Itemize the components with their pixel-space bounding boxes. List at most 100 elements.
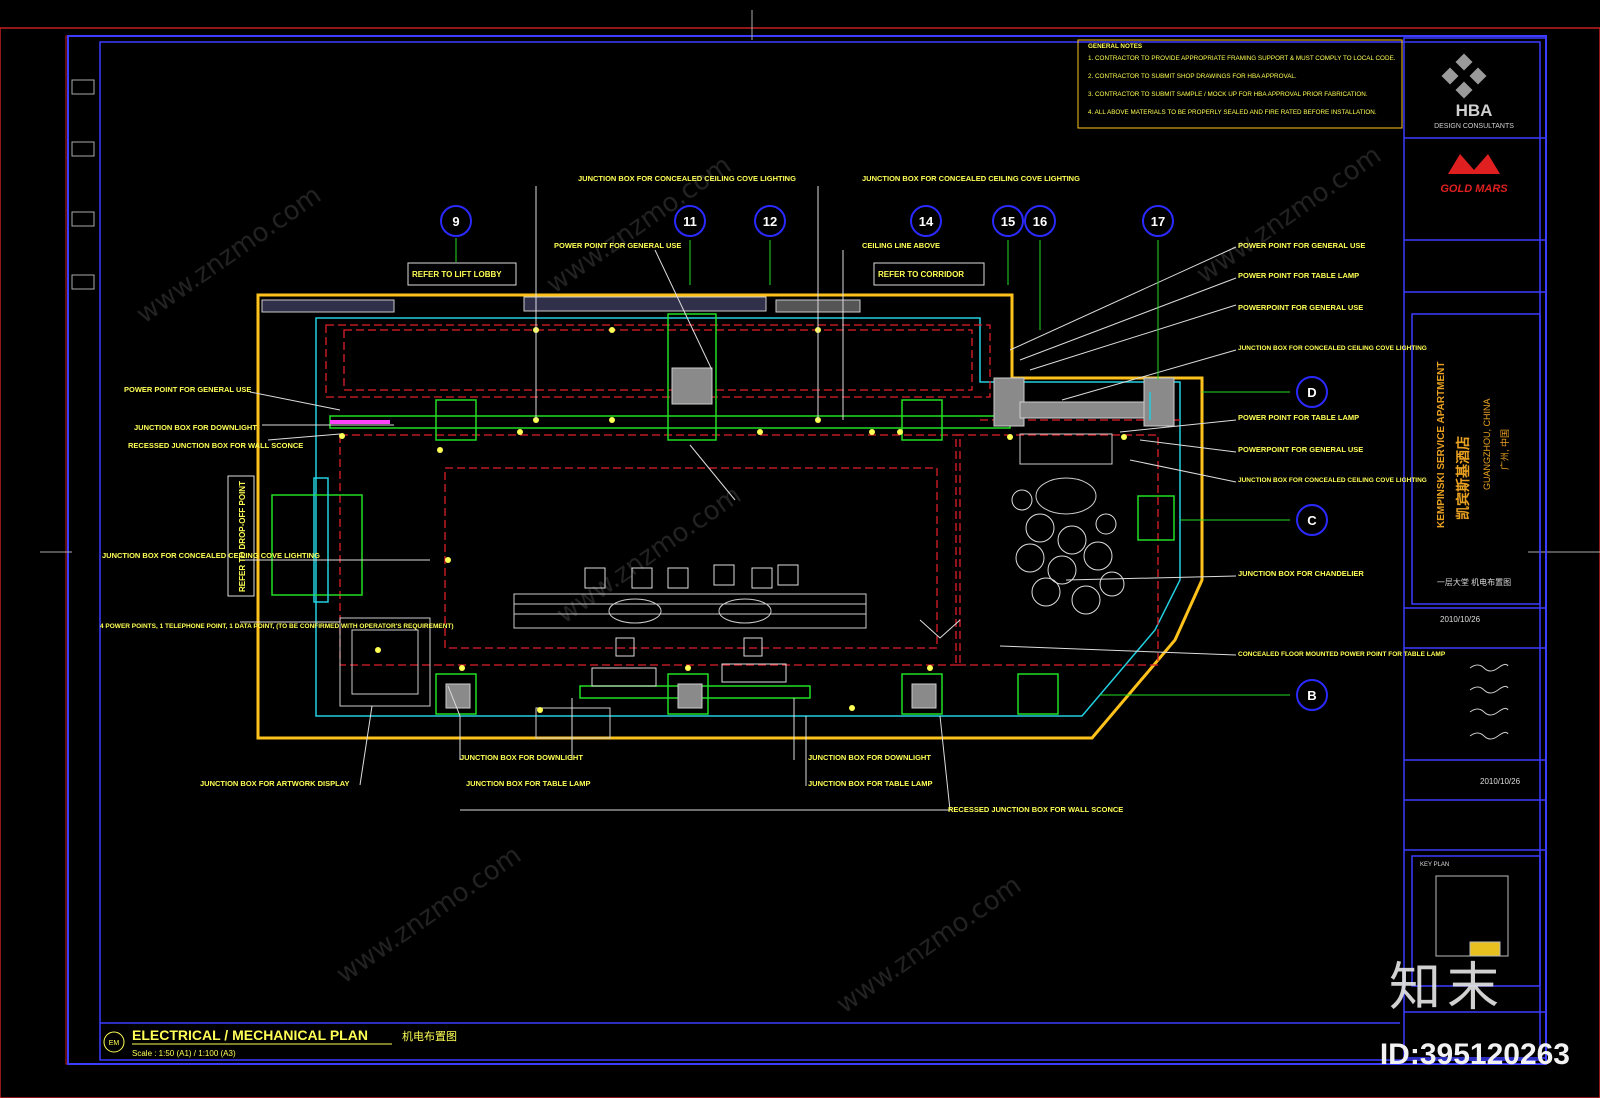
general-notes-line3: 3. CONTRACTOR TO SUBMIT SAMPLE / MOCK UP… <box>1088 91 1368 98</box>
junction-dot <box>869 429 875 435</box>
callout-right-power-5: POWERPOINT FOR GENERAL USE <box>1238 445 1363 454</box>
svg-text:15: 15 <box>1001 214 1015 229</box>
svg-text:B: B <box>1307 688 1316 703</box>
svg-text:C: C <box>1307 513 1317 528</box>
firm-sub: DESIGN CONSULTANTS <box>1434 123 1514 130</box>
callout-right-jb-cove-2: JUNCTION BOX FOR CONCEALED CEILING COVE … <box>1238 477 1427 484</box>
drawing-cn: 一层大堂 机电布置图 <box>1437 577 1511 587</box>
callout-texts: JUNCTION BOX FOR CONCEALED CEILING COVE … <box>100 174 1446 814</box>
callout-left-recessed-jb: RECESSED JUNCTION BOX FOR WALL SCONCE <box>128 441 303 450</box>
svg-text:D: D <box>1307 385 1316 400</box>
callout-bottom-jb-artwork: JUNCTION BOX FOR ARTWORK DISPLAY <box>200 779 349 788</box>
junction-dot <box>375 647 381 653</box>
image-id: ID:395120263 <box>1379 1038 1570 1071</box>
callout-right-power-3: POWERPOINT FOR GENERAL USE <box>1238 303 1363 312</box>
callout-right-power-4: POWER POINT FOR TABLE LAMP <box>1238 413 1359 422</box>
svg-text:9: 9 <box>452 214 459 229</box>
callout-top-jb-cove-1: JUNCTION BOX FOR CONCEALED CEILING COVE … <box>578 174 796 183</box>
row-marker-C: C <box>1296 504 1328 536</box>
junction-dot <box>609 327 615 333</box>
signatures <box>1469 663 1509 740</box>
general-notes-line4: 4. ALL ABOVE MATERIALS TO BE PROPERLY SE… <box>1088 109 1377 116</box>
date-top: 2010/10/26 <box>1440 615 1481 624</box>
row-markers: D C B <box>1296 376 1328 711</box>
grid-marker-12: 12 <box>754 205 786 237</box>
callout-bottom-jb-table-lamp-1: JUNCTION BOX FOR TABLE LAMP <box>466 779 590 788</box>
refer-lift-lobby: REFER TO LIFT LOBBY <box>412 270 502 279</box>
title-block <box>1403 37 1547 1059</box>
callout-left-power-general: POWER POINT FOR GENERAL USE <box>124 385 251 394</box>
client-logo-text: GOLD MARS <box>1440 183 1508 195</box>
junction-dot <box>437 447 443 453</box>
callout-bottom-recessed-jb: RECESSED JUNCTION BOX FOR WALL SCONCE <box>948 805 1123 814</box>
junction-dot <box>927 665 933 671</box>
callout-bottom-jb-downlight-2: JUNCTION BOX FOR DOWNLIGHT <box>808 753 931 762</box>
refer-boxes <box>227 262 985 597</box>
junction-dot <box>445 557 451 563</box>
svg-text:11: 11 <box>683 214 697 229</box>
general-notes-box <box>1077 39 1403 129</box>
junction-dot <box>1121 434 1127 440</box>
junction-dot <box>609 417 615 423</box>
sheet-title-cn: 机电布置图 <box>402 1029 457 1043</box>
callout-right-power-1: POWER POINT FOR GENERAL USE <box>1238 241 1365 250</box>
callout-left-power-4: 4 POWER POINTS, 1 TELEPHONE POINT, 1 DAT… <box>100 623 454 630</box>
key-plan-thumbnail <box>1435 875 1509 957</box>
general-notes-line1: 1. CONTRACTOR TO PROVIDE APPROPRIATE FRA… <box>1088 55 1396 62</box>
svg-text:17: 17 <box>1151 214 1165 229</box>
grid-marker-11: 11 <box>674 205 706 237</box>
junction-dot <box>339 433 345 439</box>
callout-right-power-2: POWER POINT FOR TABLE LAMP <box>1238 271 1359 280</box>
refer-drop-off: REFER TO DROP-OFF POINT <box>238 481 247 592</box>
grid-marker-17: 17 <box>1142 205 1174 237</box>
sheet-title: ELECTRICAL / MECHANICAL PLAN <box>132 1027 368 1043</box>
refer-texts: REFER TO LIFT LOBBY REFER TO CORRIDOR RE… <box>238 270 964 592</box>
callout-right-floor-power: CONCEALED FLOOR MOUNTED POWER POINT FOR … <box>1238 651 1446 658</box>
svg-text:14: 14 <box>919 214 934 229</box>
project-en: KEMPINSKI SERVICE APARTMENT <box>1436 362 1447 529</box>
callout-left-jb-cove: JUNCTION BOX FOR CONCEALED CEILING COVE … <box>102 551 320 560</box>
location-en: GUANGZHOU, CHINA <box>1482 398 1492 490</box>
callout-bottom-jb-table-lamp-2: JUNCTION BOX FOR TABLE LAMP <box>808 779 932 788</box>
watermark-brand: 知末 <box>1388 958 1505 1018</box>
title-block-content: HBA DESIGN CONSULTANTS GOLD MARS KEMPINS… <box>1420 53 1521 957</box>
sheet-title-bar: EM ELECTRICAL / MECHANICAL PLAN 机电布置图 Sc… <box>100 1022 1400 1058</box>
grid-marker-9: 9 <box>440 205 472 237</box>
callout-ceiling-line: CEILING LINE ABOVE <box>862 241 940 250</box>
client-logo-icon <box>1448 154 1500 174</box>
refer-corridor: REFER TO CORRIDOR <box>878 270 964 279</box>
svg-text:16: 16 <box>1033 214 1047 229</box>
general-notes-heading: GENERAL NOTES <box>1088 43 1142 50</box>
grid-marker-16: 16 <box>1024 205 1056 237</box>
junction-dot <box>897 429 903 435</box>
callout-top-jb-cove-2: JUNCTION BOX FOR CONCEALED CEILING COVE … <box>862 174 1080 183</box>
leader-lines <box>240 186 1290 811</box>
project-cn: 凯宾斯基酒店 <box>1455 436 1471 520</box>
callout-right-jb-cove-1: JUNCTION BOX FOR CONCEALED CEILING COVE … <box>1238 345 1427 352</box>
junction-dot <box>459 665 465 671</box>
hba-logo-icon <box>1441 53 1487 99</box>
grid-marker-15: 15 <box>992 205 1024 237</box>
svg-text:12: 12 <box>763 214 777 229</box>
drawing-number-bubble <box>103 1031 125 1053</box>
firm-name: HBA <box>1456 101 1493 120</box>
callout-power-general-top: POWER POINT FOR GENERAL USE <box>554 241 681 250</box>
callout-left-jb-downlight: JUNCTION BOX FOR DOWNLIGHT <box>134 423 257 432</box>
grid-marker-14: 14 <box>910 205 942 237</box>
junction-dot <box>849 705 855 711</box>
drawing-number: EM <box>109 1040 120 1047</box>
junction-dot <box>537 707 543 713</box>
date-bottom: 2010/10/26 <box>1480 777 1521 786</box>
general-notes-line2: 2. CONTRACTOR TO SUBMIT SHOP DRAWINGS FO… <box>1088 73 1297 80</box>
floor-plan <box>256 293 1204 740</box>
junction-dot <box>757 429 763 435</box>
callout-right-jb-chandelier: JUNCTION BOX FOR CHANDELIER <box>1238 569 1364 578</box>
key-plan-label: KEY PLAN <box>1420 862 1449 868</box>
junction-dot <box>517 429 523 435</box>
location-cn: 广州, 中国 <box>1499 429 1510 470</box>
grid-markers: 9 11 12 14 15 16 17 <box>440 205 1174 237</box>
callout-bottom-jb-downlight-1: JUNCTION BOX FOR DOWNLIGHT <box>460 753 583 762</box>
sheet-scale: Scale : 1:50 (A1) / 1:100 (A3) <box>132 1049 236 1058</box>
row-marker-B: B <box>1296 679 1328 711</box>
